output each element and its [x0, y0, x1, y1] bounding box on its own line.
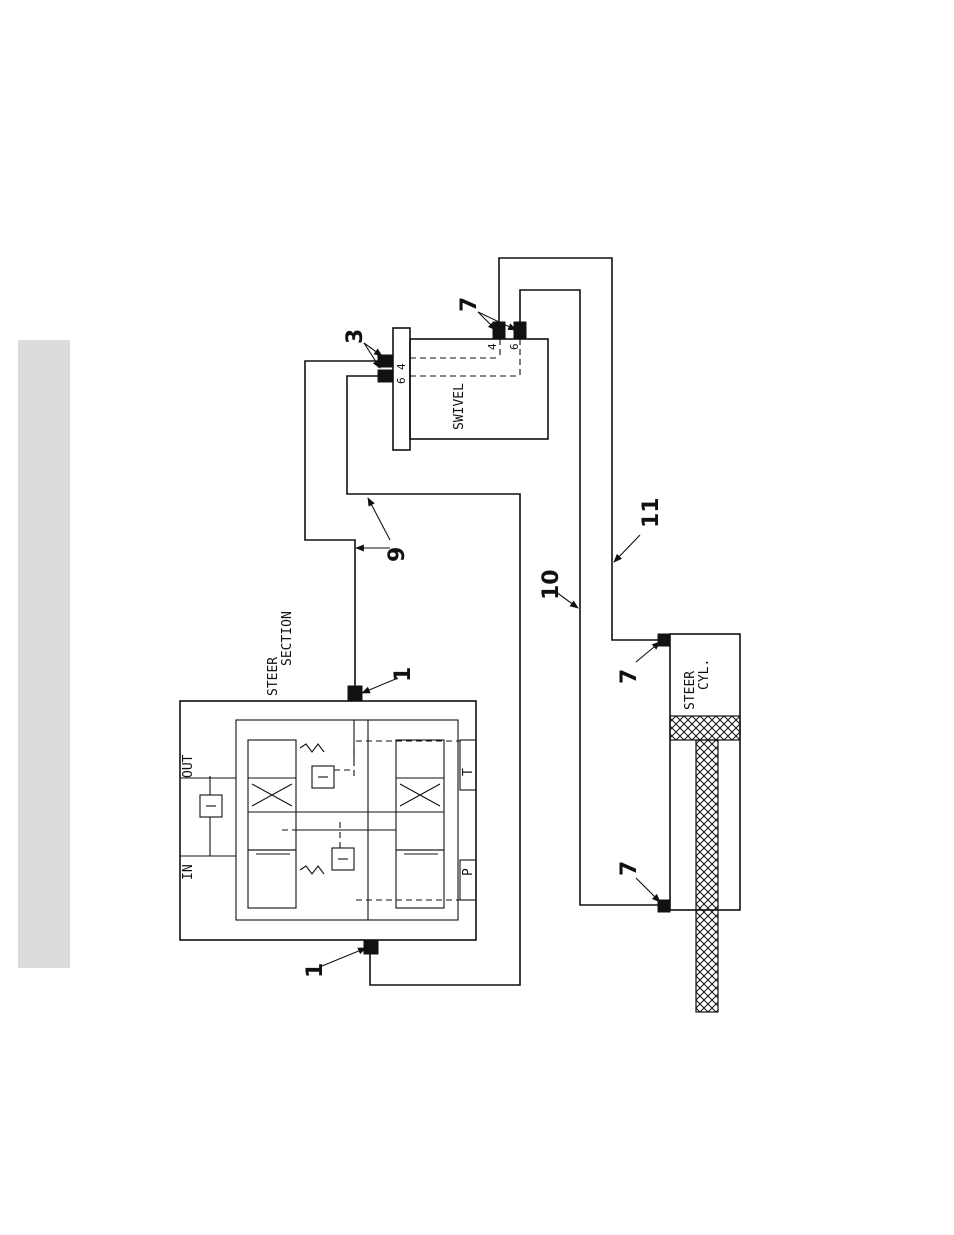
- relief-valve-lower: [332, 822, 354, 870]
- upper-spool: [248, 740, 324, 908]
- callout-3: 3: [343, 329, 382, 368]
- callout-7-swivel: 7: [457, 297, 516, 330]
- fitting-3-lower: [378, 370, 392, 382]
- callout-3-text: 3: [343, 329, 368, 344]
- callout-1-top: 1: [362, 667, 416, 693]
- callout-1-top-text: 1: [391, 667, 416, 682]
- callout-10-text: 10: [539, 569, 564, 600]
- callout-9-text: 9: [385, 547, 410, 562]
- section-label: SECTION: [280, 611, 295, 666]
- port-t-label: T: [461, 768, 476, 776]
- port-out-label: OUT: [181, 754, 196, 778]
- port-p-label: P: [461, 868, 476, 876]
- swivel-port-4b: 4: [486, 343, 499, 350]
- steer-cyl-label-line1: STEER: [683, 671, 698, 710]
- callout-7-cyl-top: 7: [617, 642, 660, 684]
- port-in-label: IN: [181, 864, 196, 880]
- callout-7-cyl-bottom-text: 7: [617, 861, 642, 876]
- callout-1-bottom: 1: [303, 948, 366, 978]
- callout-11: 11: [614, 497, 664, 562]
- steer-label: STEER: [266, 657, 281, 696]
- callout-1-bottom-text: 1: [303, 963, 328, 978]
- fitting-7-cyl-top: [658, 634, 670, 646]
- callout-11-text: 11: [639, 497, 664, 528]
- callout-7-swivel-text: 7: [457, 297, 482, 312]
- fitting-1-top: [348, 686, 362, 700]
- relief-valve-inlet: [200, 776, 222, 856]
- swivel-port-6a: 6: [395, 377, 408, 384]
- callout-9: 9: [356, 498, 410, 562]
- swivel-port-6b: 6: [508, 343, 521, 350]
- callout-7-cyl-bottom: 7: [617, 861, 660, 902]
- callout-10: 10: [539, 569, 578, 608]
- swivel: SWIVEL 4 6 4 6: [393, 328, 548, 450]
- steer-cylinder: STEER CYL.: [670, 634, 740, 1012]
- callout-7-cyl-top-text: 7: [617, 669, 642, 684]
- relief-valve-upper: [312, 750, 354, 788]
- swivel-port-4a: 4: [395, 363, 408, 370]
- steer-valve-section: OUT IN T P STEER SECTION: [180, 611, 476, 940]
- fitting-3-upper: [378, 355, 392, 367]
- fitting-1-bottom: [364, 940, 378, 954]
- steer-cyl-label-line2: CYL.: [697, 659, 712, 690]
- lower-spool: [396, 740, 444, 908]
- swivel-label: SWIVEL: [452, 383, 467, 430]
